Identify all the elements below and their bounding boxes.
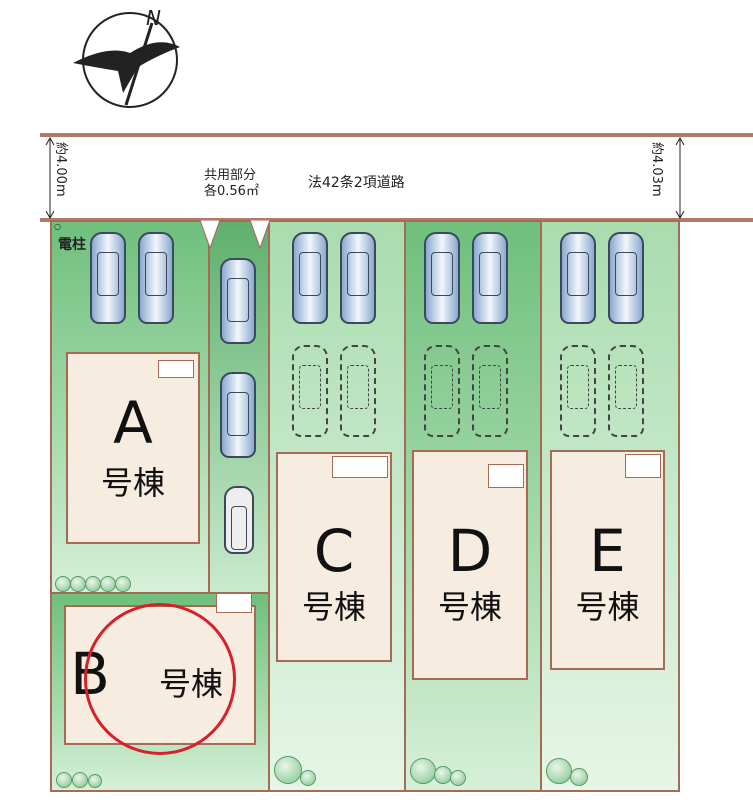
building-suffix: 号棟 [100, 464, 165, 502]
shrub-icon [88, 774, 102, 788]
dimension-arrow-left [45, 137, 55, 219]
building-letter: A [113, 389, 153, 457]
road-width-left: 約4.00m [53, 142, 68, 197]
shrub-icon [100, 576, 116, 592]
parking-space [472, 345, 508, 437]
building-suffix: 号棟 [437, 588, 502, 626]
car [220, 372, 256, 458]
shrub-icon [70, 576, 86, 592]
building-e: E 号棟 [550, 450, 665, 670]
highlight-circle [84, 603, 236, 755]
tree-icon [274, 756, 302, 784]
building-letter: E [589, 517, 626, 585]
road-edge-top [40, 133, 753, 137]
shared-area-size: 各0.56㎡ [204, 184, 259, 199]
shrub-icon [450, 770, 466, 786]
car [220, 258, 256, 344]
road-name: 法42条2項道路 [308, 175, 405, 191]
car [138, 232, 174, 324]
car [472, 232, 508, 324]
parking-space [608, 345, 644, 437]
shrub-icon [570, 768, 588, 786]
car [340, 232, 376, 324]
car [90, 232, 126, 324]
compass-icon: N [73, 6, 180, 108]
car [560, 232, 596, 324]
north-label: N [146, 6, 161, 30]
motorbike-space [224, 486, 254, 554]
shrub-icon [55, 576, 71, 592]
shrub-icon [56, 772, 72, 788]
parking-space [424, 345, 460, 437]
pole-icon: ○ [54, 222, 61, 231]
shrub-icon [300, 770, 316, 786]
building-letter: C [313, 517, 355, 585]
building-c: C 号棟 [276, 452, 392, 662]
car [292, 232, 328, 324]
shrub-icon [85, 576, 101, 592]
car [424, 232, 460, 324]
building-suffix: 号棟 [575, 588, 640, 626]
building-a: A 号棟 [66, 352, 200, 544]
shrub-icon [115, 576, 131, 592]
road-width-right: 約4.03m [649, 142, 664, 197]
pole-label: 電柱 [58, 237, 86, 253]
car [608, 232, 644, 324]
parking-space [560, 345, 596, 437]
shrub-icon [72, 772, 88, 788]
tree-icon [410, 758, 436, 784]
parking-space [292, 345, 328, 437]
tree-icon [546, 758, 572, 784]
shared-area-label: 共用部分 [204, 168, 257, 183]
parking-space [340, 345, 376, 437]
building-d: D 号棟 [412, 450, 528, 680]
building-suffix: 号棟 [301, 588, 366, 626]
shared-area-markers [199, 220, 271, 250]
dimension-arrow-right [675, 137, 685, 219]
building-letter: D [447, 517, 493, 585]
